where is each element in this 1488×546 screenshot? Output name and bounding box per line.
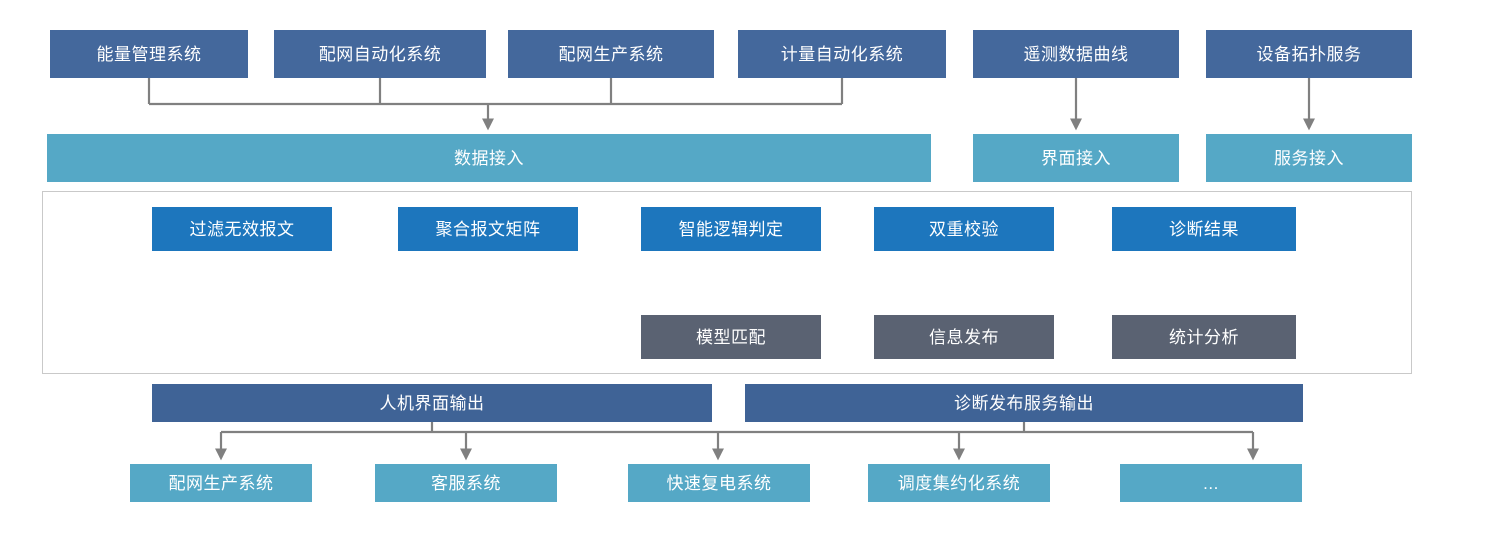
consumer-node-customer-service[interactable]: 客服系统: [375, 464, 557, 502]
output-node-diagnosis-publish-service[interactable]: 诊断发布服务输出: [745, 384, 1303, 422]
node-label: ...: [1203, 473, 1219, 493]
node-label: 配网生产系统: [168, 473, 274, 493]
process-node-intelligent-logic-decision[interactable]: 智能逻辑判定: [641, 207, 821, 251]
consumer-node-dispatch-intensive[interactable]: 调度集约化系统: [868, 464, 1050, 502]
node-label: 聚合报文矩阵: [435, 219, 541, 239]
node-label: 快速复电系统: [666, 473, 772, 493]
action-node-model-matching[interactable]: 模型匹配: [641, 315, 821, 359]
source-node-metering-automation[interactable]: 计量自动化系统: [738, 30, 946, 78]
node-label: 统计分析: [1169, 327, 1239, 347]
node-label: 数据接入: [454, 148, 524, 168]
node-label: 配网自动化系统: [318, 44, 442, 64]
action-node-information-publish[interactable]: 信息发布: [874, 315, 1054, 359]
service-output-bus: [718, 422, 1260, 461]
consumer-node-more[interactable]: ...: [1120, 464, 1302, 502]
source-node-topology-service[interactable]: 设备拓扑服务: [1206, 30, 1412, 78]
process-node-aggregate-message-matrix[interactable]: 聚合报文矩阵: [398, 207, 578, 251]
node-label: 计量自动化系统: [780, 44, 904, 64]
node-label: 人机界面输出: [379, 393, 485, 413]
node-label: 能量管理系统: [96, 44, 202, 64]
source-node-distribution-production[interactable]: 配网生产系统: [508, 30, 714, 78]
node-label: 调度集约化系统: [897, 473, 1021, 493]
access-node-data[interactable]: 数据接入: [47, 134, 931, 182]
node-label: 诊断结果: [1169, 219, 1239, 239]
node-label: 智能逻辑判定: [678, 219, 784, 239]
node-label: 过滤无效报文: [189, 219, 295, 239]
action-node-statistical-analysis[interactable]: 统计分析: [1112, 315, 1296, 359]
node-label: 界面接入: [1041, 148, 1111, 168]
hmi-output-bus: [214, 422, 725, 461]
access-node-service[interactable]: 服务接入: [1206, 134, 1412, 182]
node-label: 客服系统: [431, 473, 501, 493]
node-label: 遥测数据曲线: [1023, 44, 1129, 64]
process-node-double-verification[interactable]: 双重校验: [874, 207, 1054, 251]
node-label: 设备拓扑服务: [1256, 44, 1362, 64]
consumer-node-distribution-production[interactable]: 配网生产系统: [130, 464, 312, 502]
process-node-filter-invalid-message[interactable]: 过滤无效报文: [152, 207, 332, 251]
process-node-diagnosis-result[interactable]: 诊断结果: [1112, 207, 1296, 251]
node-label: 服务接入: [1274, 148, 1344, 168]
source-node-distribution-automation[interactable]: 配网自动化系统: [274, 30, 486, 78]
source-node-telemetry-curve[interactable]: 遥测数据曲线: [973, 30, 1179, 78]
source-node-energy-management[interactable]: 能量管理系统: [50, 30, 248, 78]
output-node-hmi[interactable]: 人机界面输出: [152, 384, 712, 422]
consumer-node-fast-restoration[interactable]: 快速复电系统: [628, 464, 810, 502]
access-node-interface[interactable]: 界面接入: [973, 134, 1179, 182]
node-label: 双重校验: [929, 219, 999, 239]
node-label: 诊断发布服务输出: [954, 393, 1094, 413]
node-label: 模型匹配: [696, 327, 766, 347]
node-label: 配网生产系统: [558, 44, 664, 64]
source-to-data-access-bus: [147, 78, 844, 131]
node-label: 信息发布: [929, 327, 999, 347]
